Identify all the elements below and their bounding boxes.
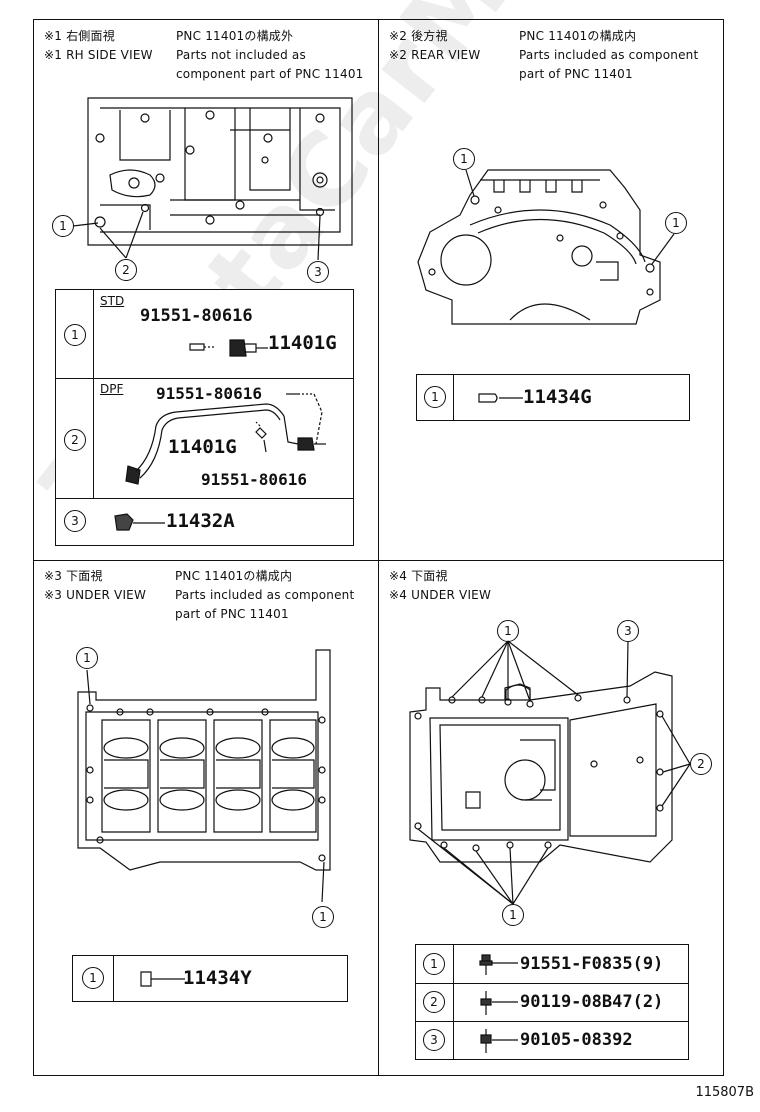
row-1-part-number: 11401G	[268, 332, 337, 354]
bolt-icon	[479, 954, 518, 975]
callout-1: 1	[52, 215, 74, 237]
row-2-bolt-b-number: 91551-80616	[201, 470, 307, 489]
row-2-ref: 2	[423, 991, 445, 1013]
panel3-label-en: ※3 UNDER VIEW	[44, 588, 147, 602]
bolt-icon	[480, 1029, 518, 1053]
callout-1: 1	[453, 148, 475, 170]
panel1-pnc-note: PNC 11401の構成外	[176, 29, 294, 43]
row-1-variant: STD	[100, 294, 125, 308]
sensor-dpf-assembly-icon	[125, 393, 326, 485]
row-1-part-number: 91551-F0835(9)	[520, 954, 664, 974]
callout-1: 1	[497, 620, 519, 642]
panel2-label-jp: ※2 後方視	[389, 29, 448, 43]
row-2-variant: DPF	[100, 382, 124, 396]
dowel-pin-icon	[140, 971, 185, 987]
row-3-ref: 3	[423, 1029, 445, 1051]
panel1-note-line2: component part of PNC 11401	[176, 67, 364, 81]
panel1-note-line1: Parts not included as	[176, 48, 306, 62]
row-3-ref: 3	[64, 510, 86, 532]
stud-bolt-icon	[480, 991, 518, 1015]
row-1-part-number: 11434G	[523, 386, 592, 408]
under-view-3-parts-table: 1 11434Y	[72, 955, 348, 1002]
row-1-ref: 1	[82, 967, 104, 989]
panel2-label-en: ※2 REAR VIEW	[389, 48, 481, 62]
row-2-ref: 2	[64, 429, 86, 451]
panel2-note-line2: part of PNC 11401	[519, 67, 633, 81]
callout-1: 1	[502, 904, 524, 926]
rh-side-parts-table: 1 STD 91551-80616 11401G 2 DPF 91551-806…	[55, 289, 354, 546]
row-2-part-number: 90119-08B47(2)	[520, 992, 664, 1012]
row-3-part-number: 90105-08392	[520, 1030, 633, 1050]
row-2-part-number: 11401G	[168, 436, 237, 458]
vertical-divider	[378, 19, 379, 1076]
panel3-label-jp: ※3 下面視	[44, 569, 103, 583]
row-1-bolt-number: 91551-80616	[140, 306, 253, 326]
panel2-note-line1: Parts included as component	[519, 48, 699, 62]
callout-3: 3	[617, 620, 639, 642]
panel1-label-jp: ※1 右側面視	[44, 29, 115, 43]
panel3-note-line2: part of PNC 11401	[175, 607, 289, 621]
row-3-part-number: 11432A	[166, 510, 235, 532]
row-2-bolt-a-number: 91551-80616	[156, 384, 262, 403]
panel2-pnc-note: PNC 11401の構成内	[519, 29, 637, 43]
plug-icon	[114, 513, 165, 531]
under-view-4-parts-table: 1 91551-F0835(9) 2 90119-08B47(2) 3 9010…	[415, 944, 689, 1060]
table-divider	[93, 290, 94, 498]
callout-1: 1	[665, 212, 687, 234]
figure-number: 115807B	[695, 1085, 754, 1100]
row-1-part-number: 11434Y	[183, 967, 252, 989]
row-1-ref: 1	[423, 953, 445, 975]
panel3-note-line1: Parts included as component	[175, 588, 355, 602]
row-1-ref: 1	[64, 324, 86, 346]
rear-parts-table: 1 11434G	[416, 374, 690, 421]
horizontal-divider	[33, 560, 724, 561]
callout-2: 2	[115, 259, 137, 281]
panel1-label-en: ※1 RH SIDE VIEW	[44, 48, 153, 62]
callout-1: 1	[312, 906, 334, 928]
panel3-pnc-note: PNC 11401の構成内	[175, 569, 293, 583]
row-1-ref: 1	[424, 386, 446, 408]
panel4-label-jp: ※4 下面視	[389, 569, 448, 583]
dowel-pin-icon	[478, 393, 523, 403]
callout-3: 3	[307, 261, 329, 283]
callout-2: 2	[690, 753, 712, 775]
callout-1: 1	[76, 647, 98, 669]
sensor-std-icon	[189, 339, 268, 357]
panel4-label-en: ※4 UNDER VIEW	[389, 588, 492, 602]
